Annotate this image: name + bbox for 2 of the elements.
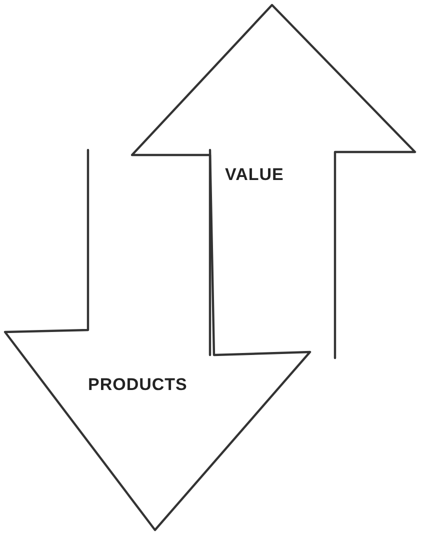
arrow-label: PRODUCTS xyxy=(88,375,188,395)
arrow-label: VALUE xyxy=(225,165,284,185)
